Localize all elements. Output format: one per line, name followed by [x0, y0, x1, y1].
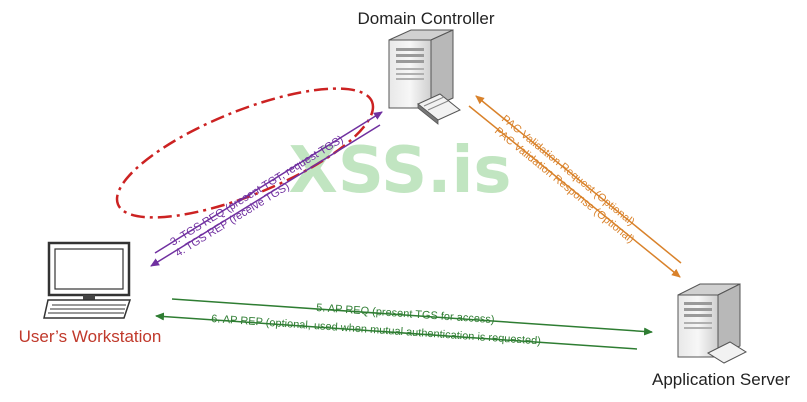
pac-request-label: PAC Validation Request (Optional) — [499, 113, 637, 228]
highlight-ellipse — [115, 87, 375, 219]
tgs-rep-label: 4. TGS REP (receive TGS) — [173, 181, 291, 260]
ap-req-arrow — [171, 298, 653, 336]
pac-response-arrow — [468, 105, 681, 278]
workstation-computer-icon — [43, 241, 132, 319]
application-server-icon — [677, 283, 748, 364]
workstation-label: User’s Workstation — [19, 327, 162, 346]
tgs-rep-arrow — [150, 124, 381, 267]
tgs-req-arrow — [154, 111, 383, 254]
domain-controller-label: Domain Controller — [358, 9, 495, 28]
pac-request-arrow — [475, 95, 682, 264]
ap-rep-arrow — [155, 312, 638, 350]
application-server-label: Application Server — [652, 370, 790, 389]
pac-response-label: PAC Validation Response (Optional) — [492, 125, 636, 246]
domain-controller-server-icon — [388, 29, 461, 125]
